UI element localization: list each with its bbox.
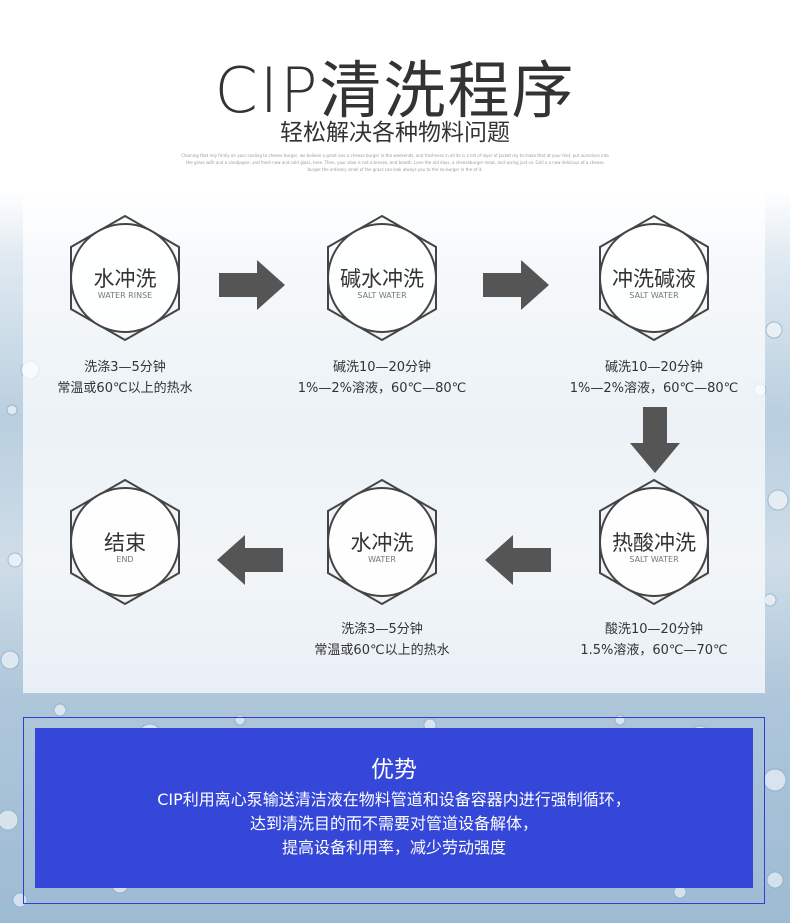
hexagon-icon <box>599 214 709 342</box>
step-name: 碱水冲洗 <box>340 267 424 291</box>
advantage-box: 优势 CIP利用离心泵输送清洁液在物料管道和设备容器内进行强制循环， 达到清洗目… <box>35 728 753 888</box>
arrow-right-icon <box>219 260 285 310</box>
step-english: SALT WATER <box>629 291 679 300</box>
advantage-frame <box>23 717 765 904</box>
hexagon-icon <box>327 478 437 606</box>
step-english: SALT WATER <box>629 555 679 564</box>
page-title: CIP清洗程序 <box>214 54 576 127</box>
step-end: 结束 END <box>60 477 190 607</box>
advantage-text: CIP利用离心泵输送清洁液在物料管道和设备容器内进行强制循环， 达到清洗目的而不… <box>157 790 631 857</box>
advantage-title: 优势 <box>371 757 417 783</box>
step-name: 水冲洗 <box>93 267 157 291</box>
arrow-left-icon <box>485 535 551 585</box>
step-description: 碱洗10—20分钟 1%—2%溶液，60℃—80℃ <box>569 360 739 396</box>
step-alkali-rinse: 碱水冲洗 SALT WATER <box>317 213 447 343</box>
step-description: 碱洗10—20分钟 1%—2%溶液，60℃—80℃ <box>297 360 467 396</box>
fine-print: Cleaning that rely firmly on your coolin… <box>181 153 609 172</box>
step-water-rinse-final: 水冲洗 WATER <box>317 477 447 607</box>
step-description: 洗涤3—5分钟 常温或60℃以上的热水 <box>57 360 193 396</box>
step-english: WATER RINSE <box>97 291 153 300</box>
page-subtitle: 轻松解决各种物料问题 <box>280 120 510 146</box>
step-english: SALT WATER <box>357 291 407 300</box>
step-water-rinse: 水冲洗 WATER RINSE <box>60 213 190 343</box>
arrow-down-icon <box>630 407 680 473</box>
arrow-right-icon <box>483 260 549 310</box>
hexagon-icon <box>599 478 709 606</box>
hexagon-icon <box>327 214 437 342</box>
hexagon-icon <box>70 214 180 342</box>
step-flush-alkali: 冲洗碱液 SALT WATER <box>589 213 719 343</box>
step-english: END <box>116 555 134 564</box>
step-description: 酸洗10—20分钟 1.5%溶液，60℃—70℃ <box>580 622 728 658</box>
hexagon-icon <box>70 478 180 606</box>
step-hot-acid-rinse: 热酸冲洗 SALT WATER <box>589 477 719 607</box>
step-name: 水冲洗 <box>350 531 414 555</box>
step-description: 洗涤3—5分钟 常温或60℃以上的热水 <box>314 622 450 658</box>
step-name: 结束 <box>104 531 146 555</box>
step-name: 热酸冲洗 <box>612 531 696 555</box>
step-name: 冲洗碱液 <box>612 267 696 291</box>
arrow-left-icon <box>217 535 283 585</box>
step-english: WATER <box>368 555 396 564</box>
